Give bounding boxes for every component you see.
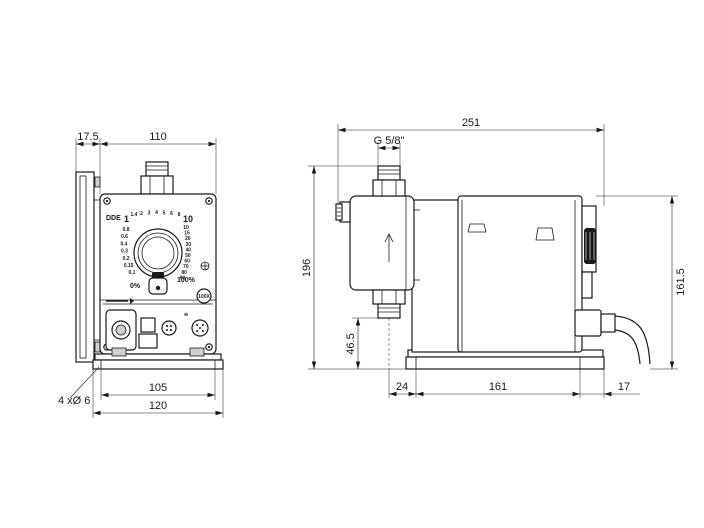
model-label: DDE: [106, 215, 121, 222]
dim-front-top: [75, 138, 217, 194]
scale-tick-label: 60: [184, 259, 190, 265]
scale-tick-label: 0.6: [121, 234, 128, 240]
motor-housing: [411, 195, 583, 353]
dim-holes: 4 xØ 6: [58, 395, 90, 407]
dim-side-bottom: [388, 369, 640, 398]
dim-base-width: 120: [149, 400, 167, 412]
terminal-section: [105, 309, 209, 351]
scale-tick-label: 90: [180, 275, 186, 281]
front-top-fitting: [140, 161, 174, 195]
side-view: 251 G 5/8" 196 46.5 161.5: [301, 117, 687, 398]
dim-total-length: 251: [462, 117, 480, 129]
front-base-plate: [92, 347, 224, 370]
scale-tick-label: 50: [185, 253, 191, 259]
left-scale-ticks: 0.80.60.4 0.30.20.150.1: [121, 227, 136, 276]
dim-side-top: [337, 124, 605, 206]
percent-label: 100%: [177, 277, 196, 284]
scale-right-label: 10: [183, 214, 193, 224]
power-cable: [574, 309, 651, 365]
dim-side-height: [308, 165, 406, 370]
scale-tick-label: 1.4: [131, 212, 138, 218]
scale-tick-label: 0.1: [129, 270, 136, 276]
flow-direction-arrow: [384, 233, 394, 262]
dim-height: 196: [301, 259, 313, 277]
scale-tick-label: 0.8: [123, 227, 130, 233]
dim-offset-right: 17: [618, 381, 630, 393]
stroke-length-dial[interactable]: [133, 228, 183, 278]
dim-outlet: 161.5: [675, 268, 687, 296]
scale-tick-label: 10: [183, 225, 189, 231]
dim-width-top: 110: [149, 131, 167, 143]
dim-thread: G 5/8": [374, 135, 405, 147]
svg-text:⊖: ⊖: [184, 312, 188, 318]
scale-tick-label: 80: [181, 270, 187, 276]
scale-left-label: 1: [124, 214, 129, 224]
holes-leader: [69, 366, 100, 399]
scale-tick-label: 40: [186, 247, 192, 253]
scale-tick-label: 0.2: [123, 256, 130, 262]
dim-front-bottom: [92, 369, 224, 418]
dim-base-length: 161: [489, 381, 507, 393]
scale-tick-label: 70: [183, 264, 189, 270]
rear-control-knob: [581, 205, 597, 299]
scale-tick-label: 5: [163, 211, 166, 217]
connector-input-icon: [161, 320, 177, 336]
dim-side-offset: 17.5: [77, 131, 98, 143]
scale-tick-label: 0.4: [121, 241, 128, 247]
scale-tick-label: 0.15: [124, 263, 134, 269]
dim-bolt-spacing: 105: [149, 382, 167, 394]
pump-head: [335, 195, 420, 291]
connector-output-icon: [191, 319, 209, 337]
dim-inlet: 46.5: [345, 333, 357, 354]
scale-tick-label: 8: [178, 212, 181, 218]
setting-icon: [200, 261, 210, 271]
side-bottom-fitting: [372, 289, 406, 369]
scale-tick-label: 20: [185, 236, 191, 242]
scale-tick-label: 2: [140, 211, 143, 217]
scale-tick-label: 3: [148, 211, 151, 217]
dim-inlet-height: [352, 317, 378, 369]
scale-tick-label: 6: [170, 211, 173, 217]
scale-tick-label: 4: [155, 210, 158, 216]
scale-tick-label: 0.3: [121, 249, 128, 255]
scale-tick-label: 30: [186, 242, 192, 248]
multiplier-button[interactable]: [196, 288, 212, 304]
dim-outlet-height: [596, 195, 678, 370]
multiplier-button-label: 100X: [198, 294, 210, 300]
side-top-fitting: [372, 165, 406, 197]
brand-logo: [106, 298, 134, 304]
percent-zero-label: 0%: [130, 283, 141, 290]
side-bracket: [75, 171, 101, 363]
dim-offset-left: 24: [396, 381, 408, 393]
scale-tick-label: 15: [184, 231, 190, 237]
